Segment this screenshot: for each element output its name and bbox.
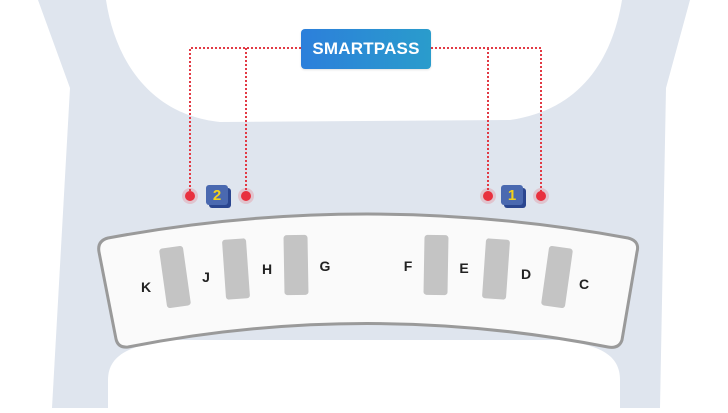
smartpass-connectors: [189, 47, 542, 193]
lane-dc: [541, 246, 573, 308]
lane-label-j: J: [202, 269, 210, 285]
lane-label-f: F: [403, 258, 413, 274]
lane-label-k: K: [140, 279, 152, 295]
lane-fe: [423, 234, 449, 296]
lane-label-c: C: [578, 276, 590, 292]
connector-dot-gate2-right: [241, 191, 251, 201]
lane-label-d: D: [520, 266, 532, 282]
lane-label-g: G: [319, 258, 331, 274]
connector-dot-gate2-left: [185, 191, 195, 201]
lane-label-h: H: [261, 261, 273, 277]
bottom-open-area: [108, 340, 620, 408]
lane-hg: [283, 234, 309, 296]
lane-ed: [482, 238, 510, 300]
lane-jh: [222, 238, 250, 300]
smartpass-button[interactable]: SMARTPASS: [301, 29, 431, 69]
connector-dot-gate1-left: [483, 191, 493, 201]
lane-label-e: E: [459, 260, 469, 276]
lane-kj: [159, 246, 191, 308]
gate-1-badge[interactable]: 1: [501, 185, 523, 205]
gate-2-badge[interactable]: 2: [206, 185, 228, 205]
lanes: [159, 234, 573, 308]
connector-dot-gate1-right: [536, 191, 546, 201]
